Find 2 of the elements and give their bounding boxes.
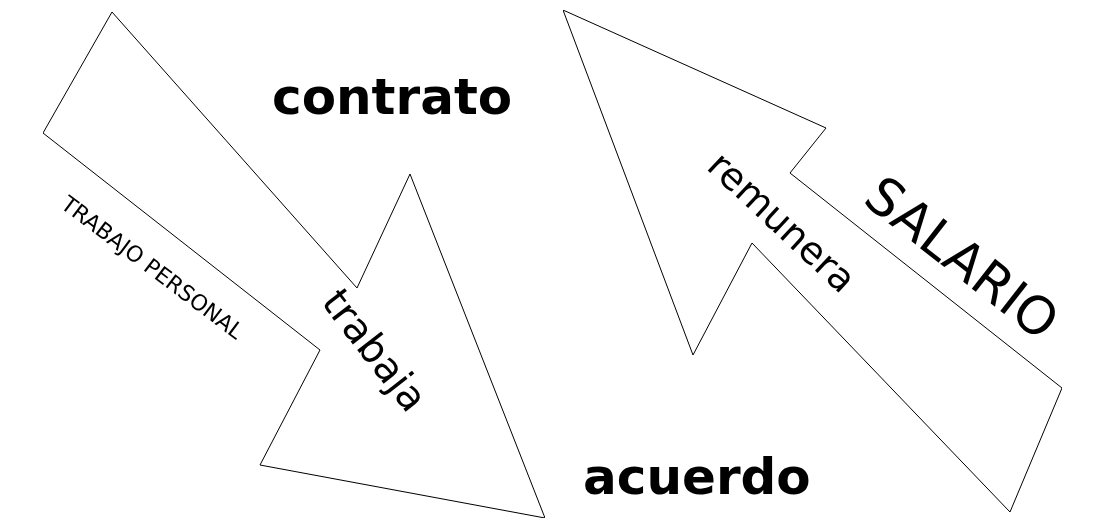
heading-word: acuerdo: [583, 452, 811, 502]
heading-word: contrato: [272, 72, 513, 122]
